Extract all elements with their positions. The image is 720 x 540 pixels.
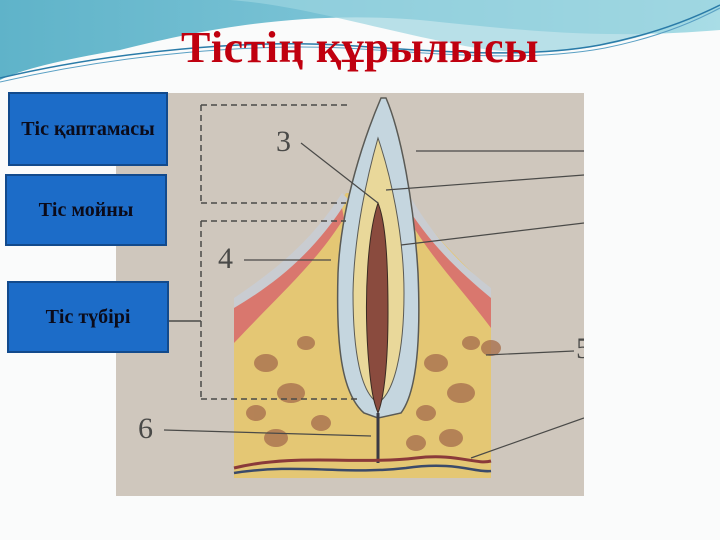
label-number-5: 5 bbox=[576, 332, 584, 365]
label-number-6: 6 bbox=[138, 412, 153, 445]
tooth-diagram: 3 4 6 5 bbox=[116, 93, 584, 496]
label-number-3: 3 bbox=[276, 125, 291, 158]
label-crown[interactable]: Тіс қаптамасы bbox=[8, 92, 168, 166]
label-root[interactable]: Тіс түбірі bbox=[7, 281, 169, 353]
header-wave-background bbox=[0, 0, 720, 90]
label-neck[interactable]: Тіс мойны bbox=[5, 174, 167, 246]
label-number-4: 4 bbox=[218, 242, 233, 275]
page-title: Тістің құрылысы bbox=[181, 23, 539, 72]
